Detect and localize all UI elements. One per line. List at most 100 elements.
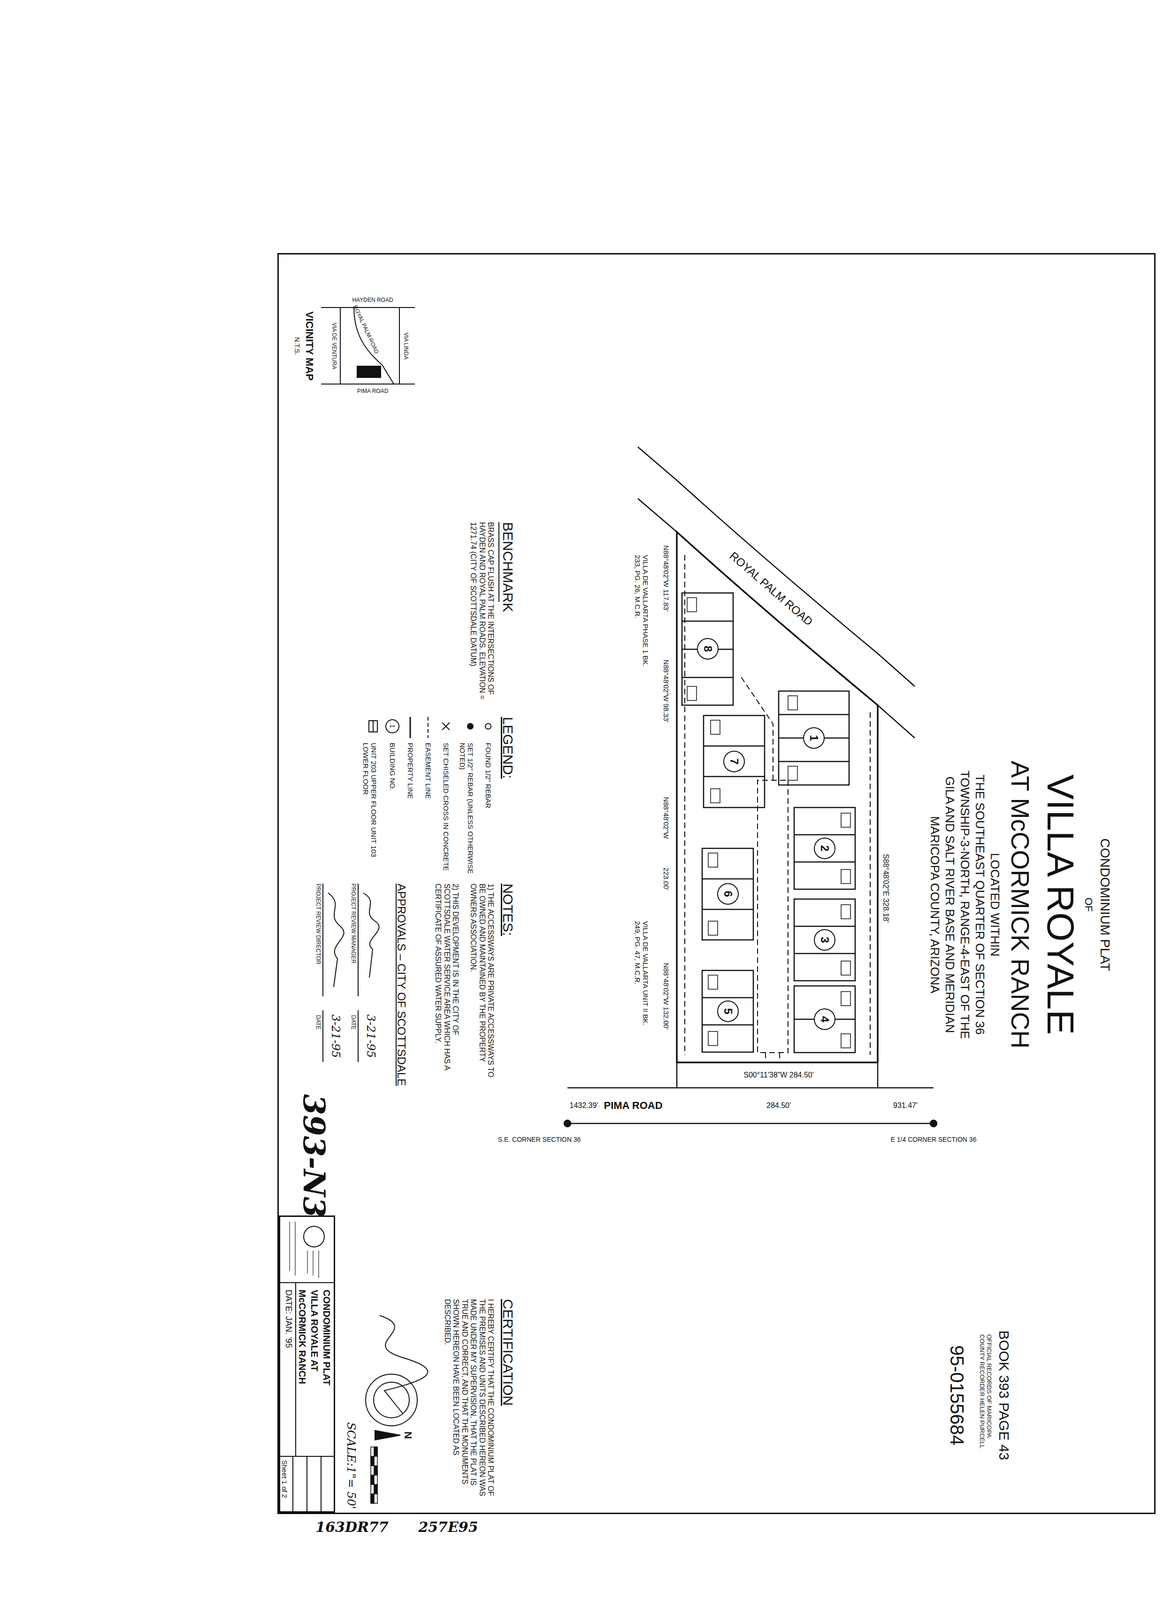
section-heading: NOTES: bbox=[499, 883, 517, 936]
note-text: 2) THIS DEVELOPMENT IS IN THE CITY OF SC… bbox=[433, 883, 460, 1081]
section-heading: APPROVALS – CITY OF SCOTTSDALE bbox=[394, 883, 408, 1086]
building-number-circle: 7 bbox=[723, 750, 745, 773]
building-number: 1 bbox=[807, 734, 821, 741]
vicinity-map bbox=[357, 366, 381, 378]
road-name: HAYDEN ROAD bbox=[352, 297, 393, 304]
unit-tag bbox=[710, 719, 720, 735]
chiseled-cross-symbol bbox=[442, 722, 450, 730]
bearing-dimension: N88°48'02"W 98.33' bbox=[661, 659, 670, 723]
legend-text: UNIT 203 UPPER FLOOR UNIT 103 LOWER FLOO… bbox=[361, 742, 379, 874]
legend-text: SET CHISELED CROSS IN CONCRETE bbox=[442, 742, 451, 874]
unit-tag bbox=[687, 597, 851, 1048]
recording-number: 95-0155684 bbox=[946, 1344, 968, 1446]
easement-line bbox=[765, 1052, 766, 1063]
road-line bbox=[877, 1062, 879, 1088]
building-number: 8 bbox=[701, 645, 715, 652]
subtitle: AT McCORMICK RANCH bbox=[1005, 760, 1035, 1049]
title-block: CONDOMINIUM PLATVILLA ROYALE ATMcCORMICK… bbox=[278, 1215, 336, 1513]
building-outline bbox=[703, 715, 765, 808]
unit-tag bbox=[841, 960, 851, 975]
road-line bbox=[564, 446, 937, 1127]
scale-text: SCALE:1"= 50' bbox=[344, 1422, 358, 1509]
location-text: MARICOPA COUNTY, ARIZONA bbox=[927, 815, 942, 994]
dimension: 1432.39' bbox=[569, 1101, 599, 1110]
heading-underline bbox=[498, 521, 500, 602]
road-line bbox=[567, 1122, 934, 1125]
legend-text: BUILDING NO. bbox=[388, 742, 397, 874]
handwritten-mark: 393-N3 bbox=[296, 1093, 332, 1218]
map-scale: N.T.S. bbox=[293, 336, 301, 355]
benchmark-text: BRASS CAP FLUSH AT THE INTERSECTIONS OF … bbox=[468, 521, 495, 701]
building-number: 2 bbox=[818, 844, 832, 851]
scale-bar bbox=[370, 1446, 378, 1503]
title-line: OF bbox=[1082, 897, 1095, 912]
road-line bbox=[637, 498, 677, 532]
building-outline bbox=[702, 970, 754, 1052]
unit-tag bbox=[841, 1033, 851, 1048]
north-letter: N bbox=[401, 1431, 414, 1439]
title-line: CONDOMINIUM PLAT bbox=[1097, 838, 1113, 972]
building-number-circle: 3 bbox=[813, 928, 836, 951]
building-outline bbox=[681, 592, 734, 705]
surveyor-seal bbox=[365, 1315, 428, 1426]
legend-text: FOUND 1/2" REBAR bbox=[484, 742, 493, 874]
building-number-circle: 6 bbox=[717, 882, 739, 905]
title-block-text: McCORMICK RANCH bbox=[296, 1289, 308, 1384]
bearing-dimension: S88°48'02"E 328.18' bbox=[881, 851, 890, 925]
scale-bar bbox=[374, 1484, 378, 1494]
signature-caption: DATE bbox=[314, 1014, 322, 1030]
handwritten-date: 3-21-95 bbox=[363, 1014, 377, 1058]
building-number: 7 bbox=[727, 758, 741, 765]
easement-line bbox=[757, 780, 789, 1053]
title-block-grid bbox=[303, 1225, 325, 1247]
building-outline bbox=[681, 620, 734, 678]
unit-tag bbox=[710, 788, 720, 803]
title-block-text: DATE: JAN. '95 bbox=[283, 1289, 294, 1348]
north-arrow bbox=[375, 1430, 401, 1440]
handwritten-date: 3-21-95 bbox=[328, 1014, 342, 1058]
building-number: 4 bbox=[818, 1015, 832, 1022]
building-number: 5 bbox=[721, 1007, 735, 1014]
road-line bbox=[877, 704, 915, 738]
title-block-text: CONDOMINIUM PLAT bbox=[321, 1289, 332, 1386]
certification-text: I HEREBY CERTIFY THAT THE CONDOMINIUM PL… bbox=[443, 1298, 495, 1496]
legend-text: PROPERTY LINE bbox=[406, 742, 415, 874]
title-block-text: Sheet 1 of 2 bbox=[280, 1459, 289, 1498]
unit-tag bbox=[708, 1031, 718, 1046]
building-outline bbox=[794, 898, 856, 981]
unit-tag bbox=[841, 991, 851, 1006]
vicinity-map bbox=[339, 307, 341, 384]
corner-note: E 1/4 CORNER SECTION 36 bbox=[890, 1135, 977, 1143]
signature-caption: PROJECT REVIEW MANAGER bbox=[349, 883, 357, 964]
approval-line bbox=[322, 883, 359, 1062]
scale-bar bbox=[370, 1455, 375, 1466]
signature-caption: DATE bbox=[349, 1014, 357, 1030]
legend-symbol bbox=[385, 719, 399, 733]
title-block-text: VILLA ROYALE AT bbox=[308, 1289, 320, 1371]
approval-line bbox=[328, 892, 345, 987]
vicinity-map bbox=[321, 307, 415, 384]
scale-bar bbox=[370, 1474, 375, 1485]
legend-symbol bbox=[427, 716, 429, 738]
property-line bbox=[676, 531, 878, 1063]
road-line bbox=[564, 1119, 571, 1127]
road-name: PIMA ROAD bbox=[603, 1099, 663, 1111]
building-outline bbox=[681, 592, 856, 1053]
unit-tag bbox=[708, 920, 718, 935]
section-heading: CERTIFICATION bbox=[499, 1298, 517, 1406]
building-outline bbox=[794, 926, 856, 954]
road-name: ROYAL PALM ROAD bbox=[725, 547, 817, 630]
scale-bar bbox=[374, 1446, 378, 1456]
building-number: 6 bbox=[721, 890, 735, 897]
title-block-grid bbox=[289, 1221, 319, 1278]
plat-sheet: VILLA ROYALECONDOMINIUM PLATOFAT McCORMI… bbox=[277, 252, 1156, 1514]
scale-bar bbox=[370, 1493, 375, 1503]
property-line-symbol bbox=[409, 716, 412, 738]
section-heading: BENCHMARK bbox=[499, 521, 517, 613]
legend-text: EASEMENT LINE bbox=[424, 742, 433, 874]
adjoiner-note: VILLA DE VALLARTA PHASE 1 BK. 233, PG. 2… bbox=[633, 554, 651, 673]
building-outline bbox=[703, 745, 765, 777]
legend-symbol bbox=[442, 722, 450, 730]
location-text: GILA AND SALT RIVER BASE AND MERIDIAN bbox=[942, 776, 957, 1034]
title-block-grid bbox=[278, 1282, 336, 1513]
